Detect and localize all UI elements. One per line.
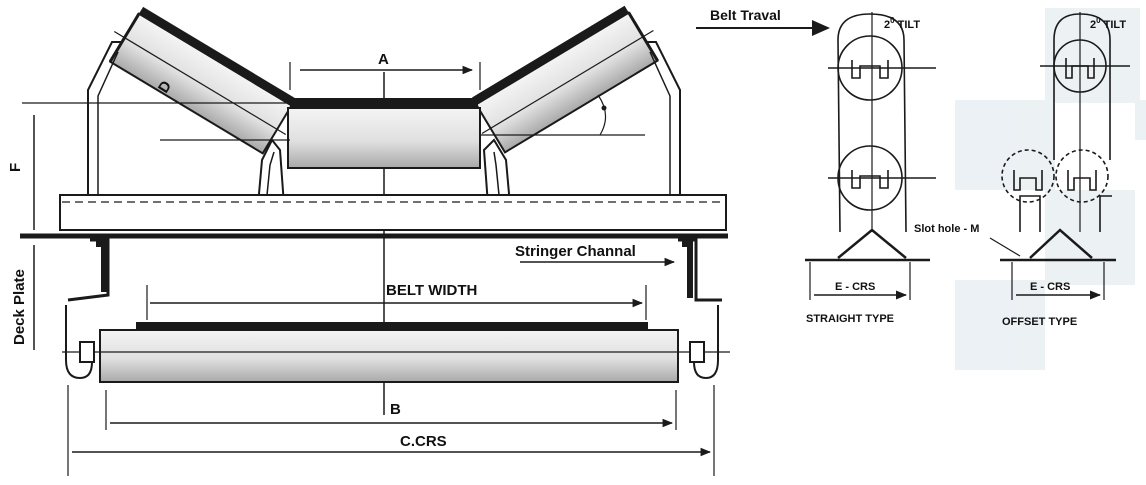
return-belt [136, 322, 648, 332]
label-straight-type: STRAIGHT TYPE [806, 313, 894, 325]
label-e-crs-offset: E - CRS [1030, 281, 1070, 293]
label-stringer-channal: Stringer Channal [515, 243, 636, 260]
label-e-crs-straight: E - CRS [835, 281, 875, 293]
label-dim-b: B [390, 401, 401, 418]
stringer-right [678, 238, 722, 302]
label-tilt-straight: 20 TILT [884, 16, 920, 31]
label-belt-traval: Belt Traval [710, 7, 781, 23]
label-c-crs: C.CRS [400, 433, 447, 450]
label-offset-type: OFFSET TYPE [1002, 316, 1077, 328]
right-wing-roller [472, 5, 659, 154]
offset-type-view [989, 12, 1130, 300]
label-belt-width: BELT WIDTH [386, 282, 477, 299]
return-roller [99, 329, 679, 383]
label-slot-hole: Slot hole - M [914, 223, 979, 235]
straight-type-view [805, 12, 936, 300]
main-idler-view [20, 5, 730, 476]
label-dim-f: F [7, 163, 24, 172]
angle-marker-dot [601, 105, 607, 111]
stringer-left [67, 238, 110, 302]
arrow-right-icon [812, 20, 830, 36]
belt-travel-arrow [696, 20, 830, 36]
label-tilt-offset: 20 TILT [1090, 16, 1126, 31]
center-roller [287, 107, 481, 169]
label-deck-plate: Deck Plate [11, 269, 28, 345]
label-dim-a: A [378, 51, 389, 68]
center-belt [290, 98, 478, 109]
left-wing-roller [108, 6, 296, 155]
